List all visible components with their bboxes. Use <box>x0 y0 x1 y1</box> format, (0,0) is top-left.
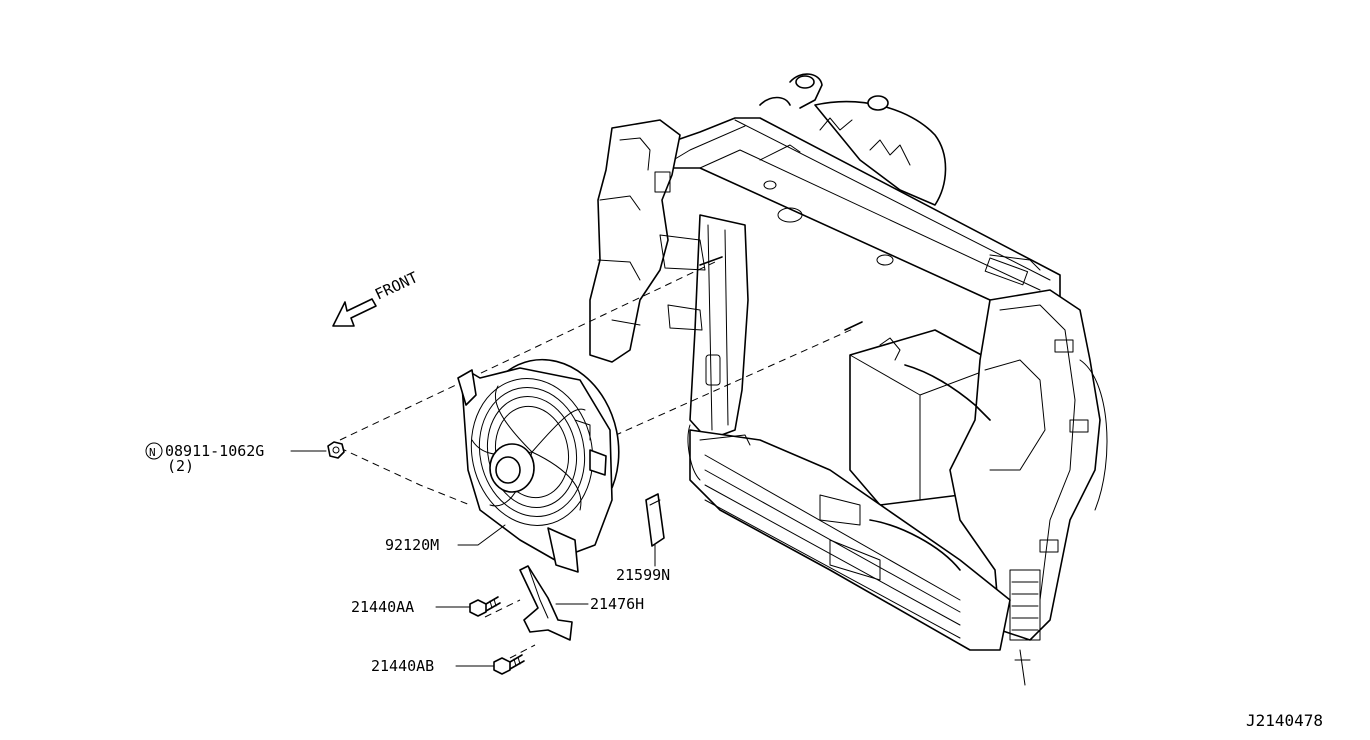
seal-part <box>645 493 665 547</box>
front-arrow-icon <box>332 298 377 327</box>
bolt-upper-part-number: 21440AA <box>351 598 414 616</box>
bolt-lower-part-number: 21440AB <box>371 657 434 675</box>
bracket-part-number: 21476H <box>590 595 644 613</box>
nut-symbol-letter: N <box>149 446 156 459</box>
part-labels: N 08911-1062G (2) 92120M 21599N 21440AA … <box>145 442 1323 730</box>
front-direction-indicator: FRONT <box>332 268 421 327</box>
bracket-part <box>519 565 573 641</box>
nut-quantity: (2) <box>167 457 194 475</box>
radiator-core-support-drawing <box>589 73 1108 686</box>
figure-code: J2140478 <box>1246 711 1323 730</box>
n-symbol-icon <box>145 442 163 460</box>
seal-part-number: 21599N <box>616 566 670 584</box>
fan-motor-assembly <box>457 358 620 573</box>
nut-part-number: 08911-1062G <box>165 442 264 460</box>
bolt-upper-part <box>469 596 501 617</box>
leader-lines <box>290 450 656 667</box>
nut-part <box>327 441 345 459</box>
front-label: FRONT <box>372 268 421 303</box>
fan-motor-part-number: 92120M <box>385 536 439 554</box>
bolt-lower-part <box>493 654 525 675</box>
